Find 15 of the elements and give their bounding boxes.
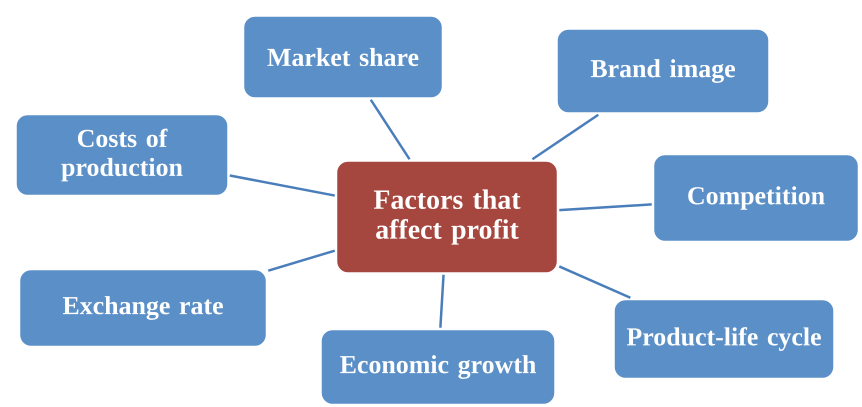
connector-line bbox=[268, 249, 336, 272]
connector-line bbox=[230, 174, 335, 197]
connector-line bbox=[439, 274, 445, 328]
connector-line bbox=[558, 265, 631, 299]
factor-box: Market share bbox=[242, 14, 444, 100]
connector-line bbox=[532, 114, 600, 160]
central-box: Factors that affect profit bbox=[334, 159, 560, 275]
factor-box: Exchange rate bbox=[18, 268, 268, 348]
factor-box: Costs of production bbox=[14, 112, 230, 198]
factor-box: Competition bbox=[652, 152, 860, 244]
connector-line bbox=[559, 203, 652, 212]
factor-box: Economic growth bbox=[319, 328, 557, 406]
factor-box: Product-life cycle bbox=[612, 298, 836, 380]
factor-box: Brand image bbox=[555, 27, 771, 115]
connector-line bbox=[370, 99, 411, 160]
